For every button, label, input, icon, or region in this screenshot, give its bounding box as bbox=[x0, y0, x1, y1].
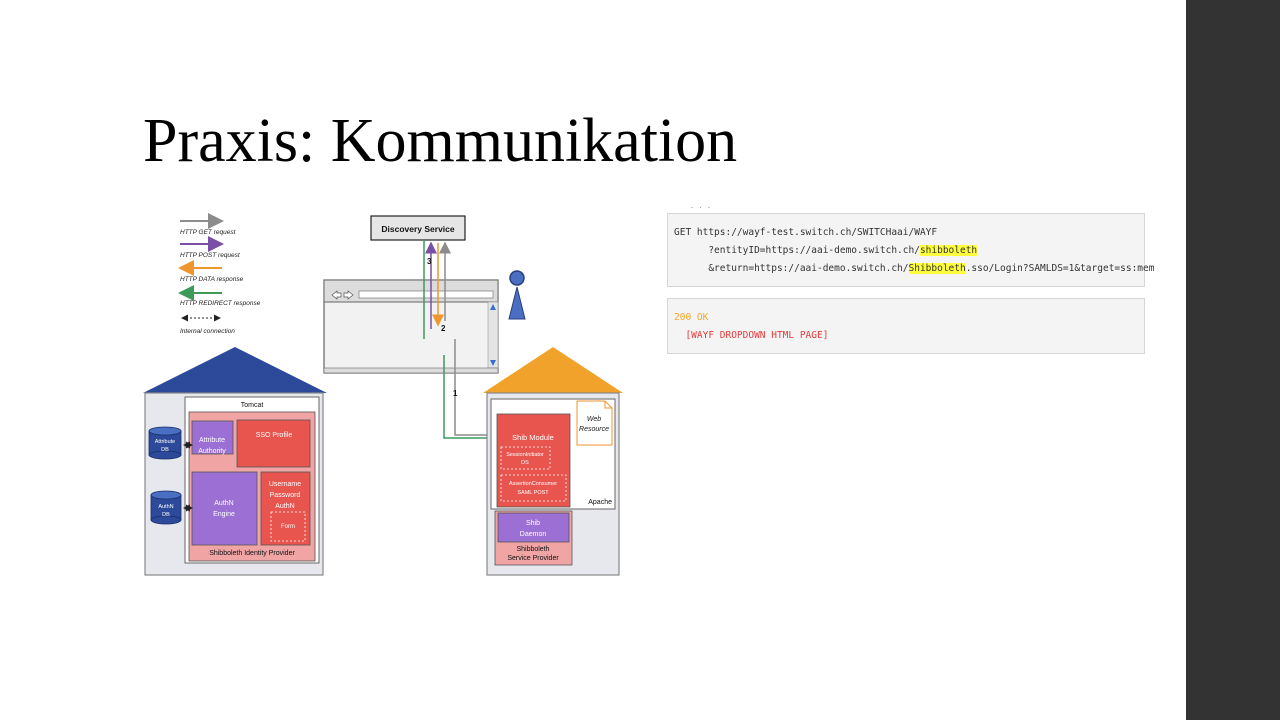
form-box bbox=[270, 511, 306, 542]
step-3-label: 3 bbox=[427, 257, 432, 266]
slide-title: Praxis: Kommunikation bbox=[143, 107, 738, 175]
http-response-box: 200 OK [WAYF DROPDOWN HTML PAGE] bbox=[667, 298, 1145, 354]
back-arrow-icon bbox=[331, 290, 342, 300]
request-line-2: ?entityID=https://aai-demo.switch.ch/shi… bbox=[674, 245, 978, 256]
legend-internal-label: Internal connection bbox=[180, 328, 235, 335]
legend-redirect-label: HTTP REDIRECT response bbox=[180, 300, 261, 307]
response-body: [WAYF DROPDOWN HTML PAGE] bbox=[674, 330, 829, 341]
apache-label: Apache bbox=[588, 499, 612, 506]
http-request-box: GET https://wayf-test.switch.ch/SWITCHaa… bbox=[667, 213, 1154, 287]
legend-data-label: HTTP DATA response bbox=[180, 276, 244, 283]
response-status: 200 OK bbox=[674, 312, 709, 323]
svg-text:Shib Module: Shib Module bbox=[512, 433, 554, 442]
step-1-label: 1 bbox=[453, 389, 458, 398]
user-figure bbox=[508, 270, 526, 320]
legend: HTTP GET request HTTP POST request HTTP … bbox=[178, 213, 261, 335]
idp-footer-label: Shibboleth Identity Provider bbox=[209, 550, 295, 557]
request-line-1: GET https://wayf-test.switch.ch/SWITCHaa… bbox=[674, 227, 938, 238]
svg-text:Form: Form bbox=[281, 524, 295, 530]
clipped-text-fragment: · · · bbox=[690, 204, 712, 212]
idp-house: Tomcat Shibboleth Identity Provider Attr… bbox=[143, 347, 327, 576]
flow-arrows: 3 2 1 bbox=[423, 240, 499, 444]
browser-window bbox=[323, 279, 499, 374]
highlight-shibboleth: shibboleth bbox=[919, 245, 978, 256]
scroll-down-icon bbox=[490, 360, 496, 366]
scroll-up-icon bbox=[490, 304, 496, 310]
tomcat-label: Tomcat bbox=[241, 402, 264, 409]
highlight-shibboleth-2: Shibboleth bbox=[908, 263, 966, 274]
sso-profile: SSO Profile bbox=[236, 419, 311, 468]
sidebar-panel bbox=[1186, 0, 1280, 720]
forward-arrow-icon bbox=[343, 290, 354, 300]
svg-text:SSO Profile: SSO Profile bbox=[256, 432, 293, 439]
request-line-3: &return=https://aai-demo.switch.ch/Shibb… bbox=[674, 263, 1155, 274]
step-2-label: 2 bbox=[441, 324, 446, 333]
legend-post-label: HTTP POST request bbox=[180, 252, 241, 259]
discovery-service: Discovery Service bbox=[370, 215, 466, 241]
discovery-service-label: Discovery Service bbox=[381, 224, 455, 234]
shibboleth-communication-diagram: HTTP GET request HTTP POST request HTTP … bbox=[143, 213, 623, 576]
legend-get-label: HTTP GET request bbox=[180, 229, 237, 236]
